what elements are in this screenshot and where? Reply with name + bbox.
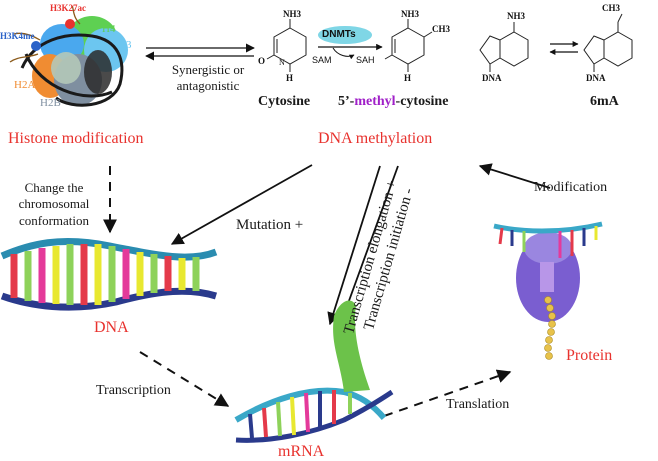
dnmts-label: DNMTs xyxy=(322,29,356,40)
transcription-regulation-arrow-right xyxy=(341,165,399,321)
methylcytosine-structure xyxy=(384,19,433,72)
methylcytosine-h-label: H xyxy=(404,73,412,83)
mutation-arrow xyxy=(170,164,313,245)
dnmts-enzyme-badge xyxy=(318,26,372,44)
transcription-arrow xyxy=(139,351,230,407)
cytosine-nh3-label: NH3 xyxy=(283,9,301,19)
dna-helix-illustration xyxy=(0,238,218,311)
cytosine-n-label: N xyxy=(279,58,285,67)
histone-modification-title: Histone modification xyxy=(8,130,144,147)
ribosome-protein-illustration xyxy=(493,221,603,360)
h4-label: H4 xyxy=(102,23,116,35)
h2b-label: H2B xyxy=(40,97,61,109)
h3k27ac-label: H3K27ac xyxy=(50,3,86,13)
methylcytosine-name: 5’-methyl-cytosine xyxy=(338,95,448,109)
methyl-word: methyl xyxy=(354,94,396,109)
transcription-regulation-arrow-left xyxy=(327,165,381,326)
conformation-line2: chromosomal xyxy=(18,196,90,212)
sixma-name: 6mA xyxy=(590,94,619,109)
protein-title: Protein xyxy=(566,347,613,364)
crosstalk-label: Synergistic or antagonistic xyxy=(158,62,258,93)
translation-arrow xyxy=(383,369,512,417)
sixma-dna-label: DNA xyxy=(586,73,606,83)
cytosine-structure xyxy=(266,19,307,72)
sam-to-sah-arrow xyxy=(332,47,355,60)
acetyl-mark-icon xyxy=(65,19,75,29)
histone-octamer-illustration xyxy=(9,5,128,107)
adenine-structure xyxy=(479,22,529,72)
mrna-illustration xyxy=(234,300,394,443)
crosstalk-line2: antagonistic xyxy=(176,77,240,93)
h2a-label: H2A xyxy=(14,79,36,91)
crosstalk-line1: Synergistic or xyxy=(171,62,245,77)
methyl-mark-icon xyxy=(31,41,41,51)
mrna-title: mRNA xyxy=(278,443,325,460)
mutation-label: Mutation + xyxy=(236,217,304,233)
h3-label: H3 xyxy=(118,39,132,51)
dna-methylation-title: DNA methylation xyxy=(318,130,433,147)
sam-label: SAM xyxy=(312,55,332,65)
modification-label: Modification xyxy=(534,180,608,195)
adenine-nh3-label: NH3 xyxy=(507,11,525,21)
cytosine-o-label: O xyxy=(258,56,266,66)
methyl-suffix: -cytosine xyxy=(395,94,449,109)
conformation-label: Change the chromosomal conformation xyxy=(2,180,106,229)
conformation-line3: conformation xyxy=(18,212,90,228)
modification-arrow xyxy=(478,163,551,189)
h3k4me-label: H3K4me xyxy=(0,31,35,41)
cytosine-name: Cytosine xyxy=(258,94,311,109)
sah-label: SAH xyxy=(356,55,375,65)
methyl-prefix: 5’- xyxy=(338,94,355,109)
cytosine-h-label: H xyxy=(286,73,294,83)
translation-label: Translation xyxy=(446,397,510,412)
methylcytosine-ch3-label: CH3 xyxy=(432,24,450,34)
conformation-line1: Change the xyxy=(24,180,84,195)
adenine-dna-label: DNA xyxy=(482,73,502,83)
methylcytosine-nh3-label: NH3 xyxy=(401,9,419,19)
sixma-ch3-label: CH3 xyxy=(602,3,620,13)
dna-title: DNA xyxy=(94,319,129,336)
sixma-structure xyxy=(583,13,633,72)
transcription-label: Transcription xyxy=(96,383,171,398)
